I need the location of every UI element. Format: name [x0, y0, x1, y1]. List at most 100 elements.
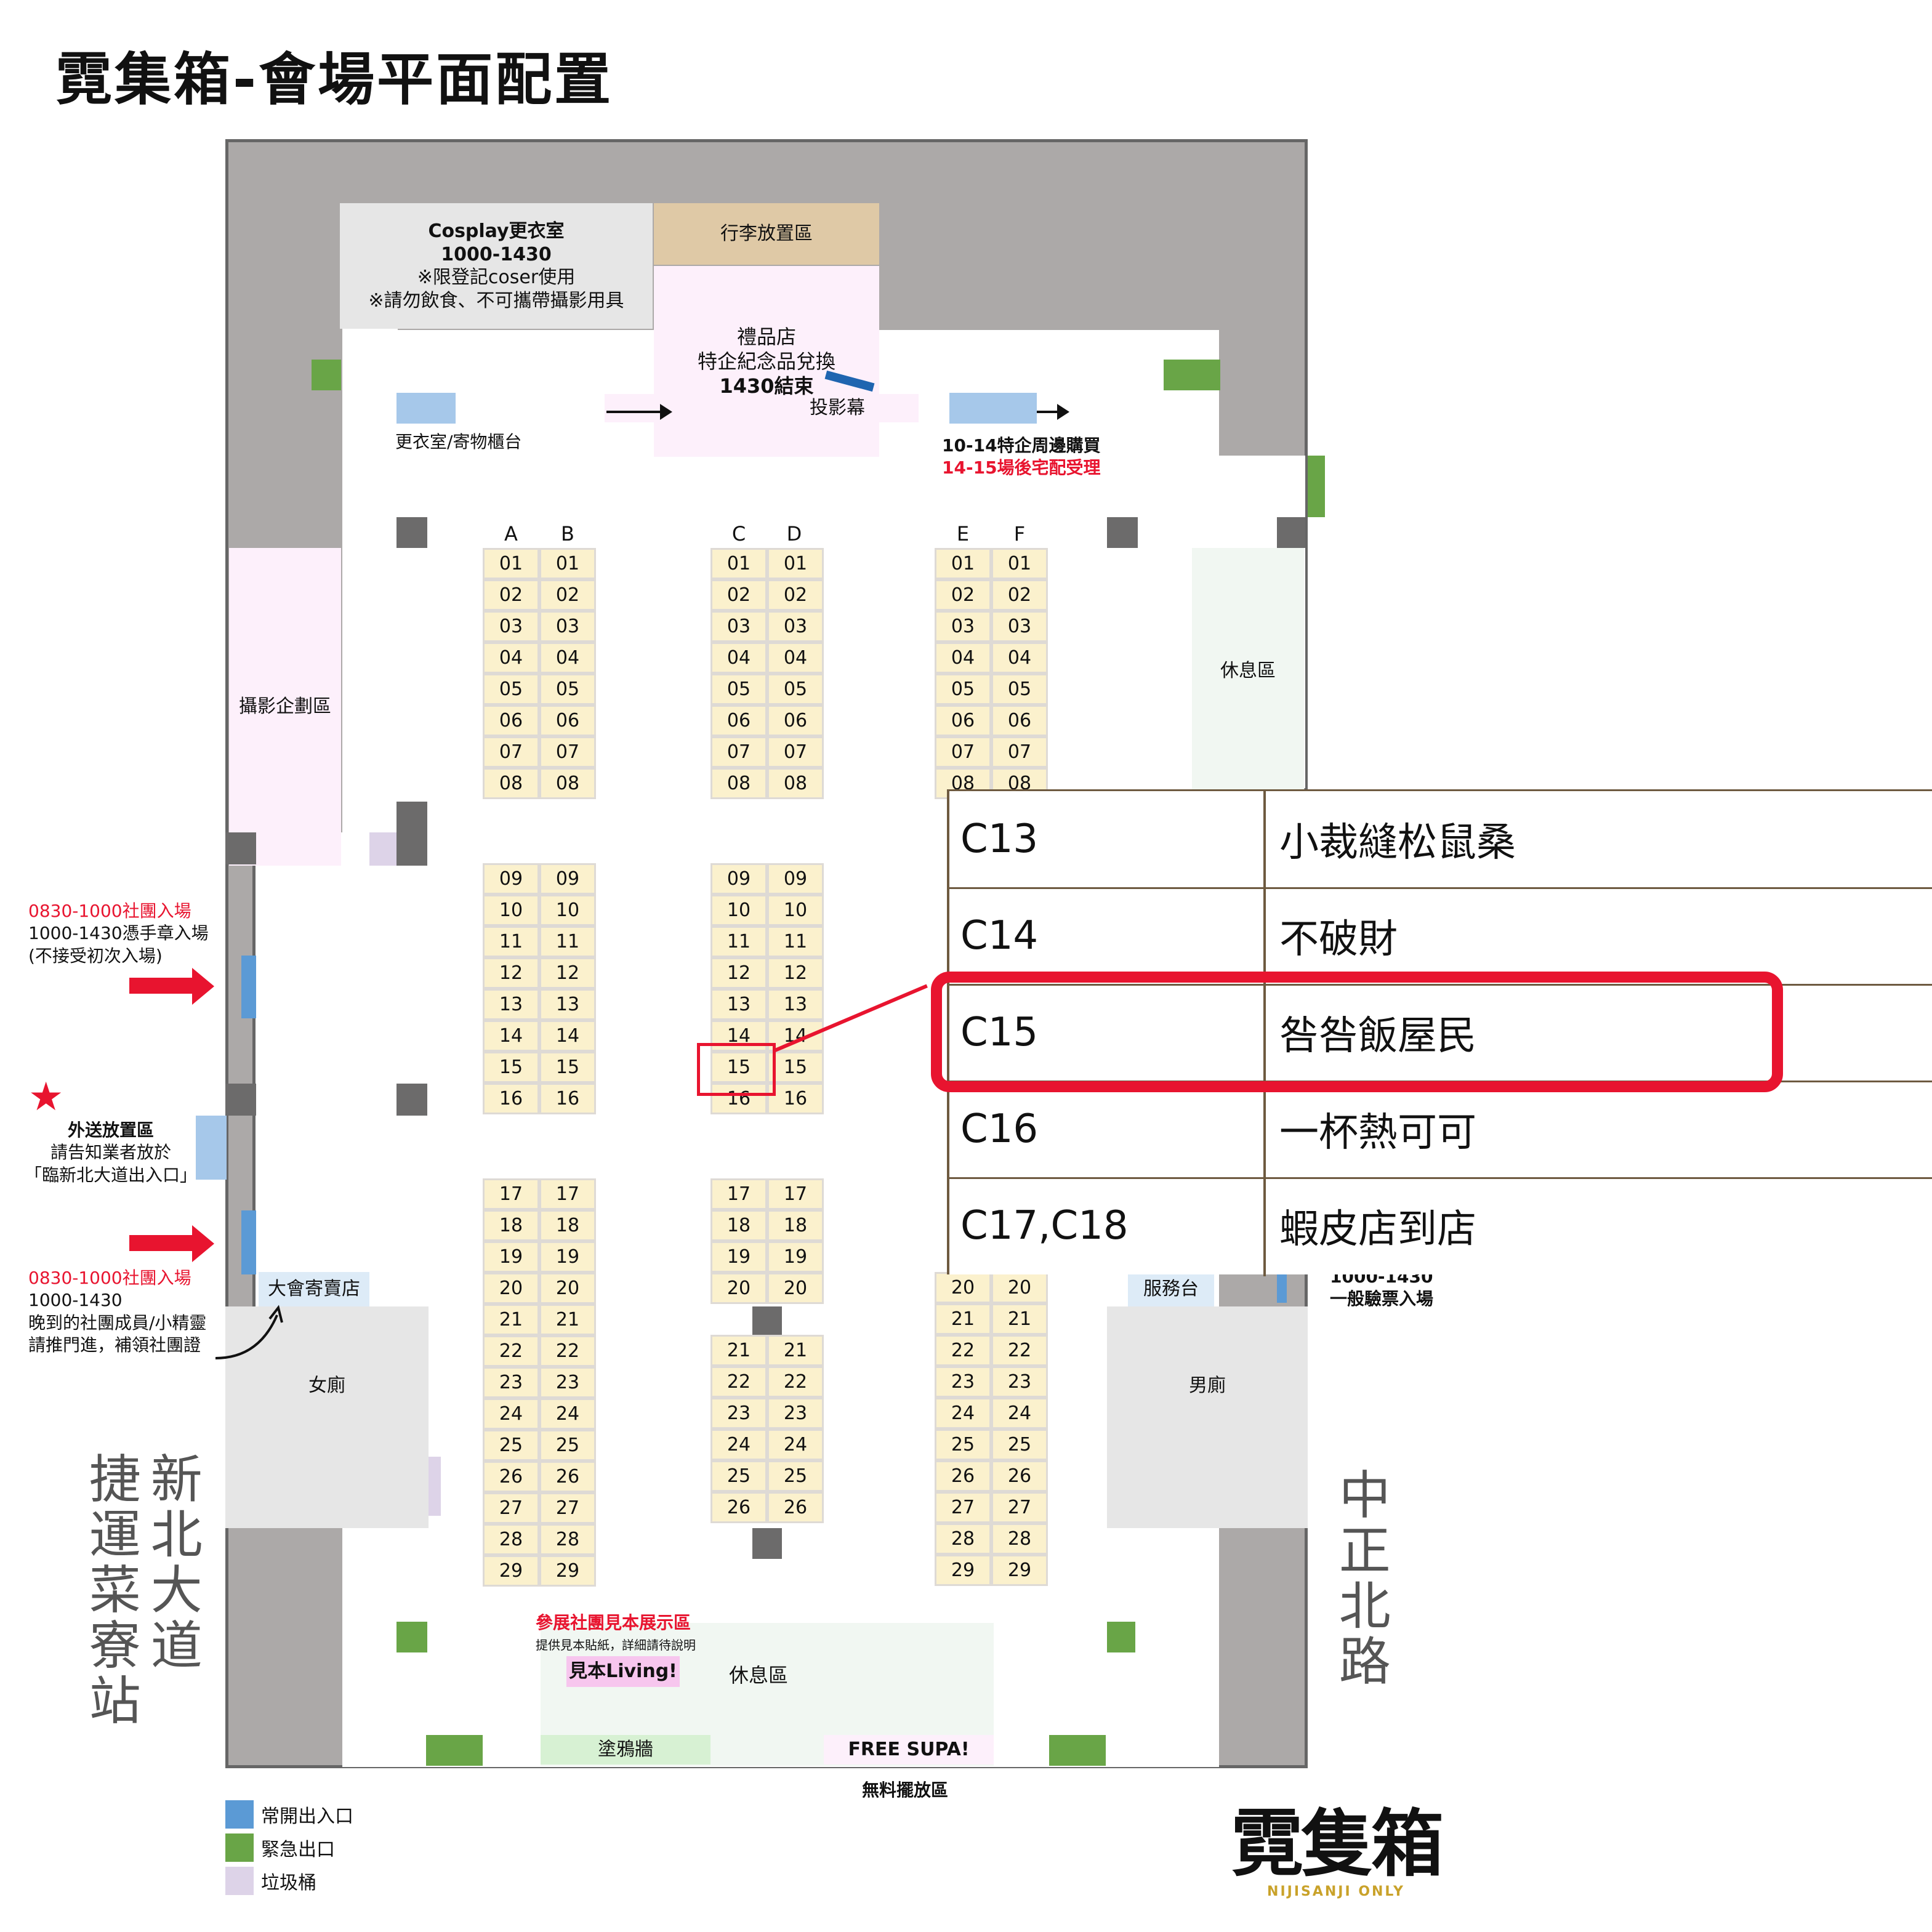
gift-shop-hours: 1430結束: [719, 374, 814, 398]
delivery-line3: 「臨新北大道出入口」: [25, 1164, 198, 1185]
booth-f05: 05: [991, 674, 1048, 705]
entrance-arrow-top-head: [192, 968, 214, 1005]
legend-label: 緊急出口: [261, 1839, 335, 1861]
booth-c03: 03: [710, 611, 767, 642]
rest-area-right: 休息區: [1192, 548, 1304, 794]
booth-f28: 28: [991, 1523, 1048, 1555]
callout-name: 蝦皮店到店: [1279, 1207, 1476, 1252]
legend-item: 緊急出口: [225, 1833, 353, 1862]
booth-d02: 02: [767, 579, 824, 611]
booth-a11: 11: [483, 926, 539, 957]
booth-a05: 05: [483, 674, 539, 705]
column-label-b: B: [561, 522, 574, 545]
consignment-shop: 大會寄賣店: [259, 1272, 369, 1306]
booth-a24: 24: [483, 1398, 539, 1430]
booth-a01: 01: [483, 548, 539, 579]
column-label-f: F: [1013, 522, 1026, 545]
booth-b27: 27: [539, 1492, 596, 1524]
emergency-exit: [1107, 1622, 1135, 1652]
booth-f22: 22: [991, 1335, 1048, 1366]
booth-d22: 22: [767, 1366, 824, 1398]
street-left-outer: 捷運菜寮站: [81, 1452, 142, 1729]
booth-a21: 21: [483, 1304, 539, 1335]
free-supa: FREE SUPA!: [824, 1735, 994, 1765]
graffiti-wall: 塗鴉牆: [541, 1735, 710, 1765]
sample-area-title: 參展社團見本展示區: [536, 1612, 691, 1633]
legend-label: 垃圾桶: [261, 1872, 316, 1894]
booth-c15: 15: [710, 1052, 767, 1083]
right-entrance-desc: 一般驗票入場: [1330, 1289, 1434, 1310]
left-top-entrance-line2: 1000-1430憑手章入場: [28, 923, 209, 944]
trash-bin: [429, 1457, 441, 1516]
luggage-area: 行李放置區: [654, 203, 879, 265]
legend: 常開出入口 緊急出口 垃圾桶: [225, 1800, 353, 1895]
emergency-exit: [426, 1735, 483, 1766]
callout-code: C15: [960, 1010, 1039, 1055]
booth-b26: 26: [539, 1461, 596, 1492]
booth-e23: 23: [935, 1366, 991, 1398]
booth-a18: 18: [483, 1210, 539, 1241]
sample-living: 見本Living!: [566, 1656, 680, 1687]
booth-c23: 23: [710, 1398, 767, 1429]
booth-a06: 06: [483, 705, 539, 736]
callout-name: 不破財: [1279, 917, 1398, 962]
booth-b15: 15: [539, 1052, 596, 1083]
legend-swatch-exit: [225, 1833, 254, 1862]
booth-d24: 24: [767, 1429, 824, 1460]
callout-highlight-frame: [931, 972, 1783, 1092]
changing-counter-label: 更衣室/寄物櫃台: [395, 432, 522, 452]
merch-info: 10-14特企周邊購買 14-15場後宅配受理: [942, 435, 1101, 480]
booth-b09: 09: [539, 863, 596, 895]
booth-d09: 09: [767, 863, 824, 895]
arrow-right-1-head: [660, 404, 672, 420]
free-area-label: 無料擺放區: [862, 1780, 949, 1800]
photo-area: 攝影企劃區: [229, 548, 341, 866]
booth-d21: 21: [767, 1335, 824, 1366]
booth-a10: 10: [483, 895, 539, 926]
pillar: [752, 1306, 782, 1335]
booth-f25: 25: [991, 1429, 1048, 1460]
booth-e04: 04: [935, 642, 991, 674]
booth-b17: 17: [539, 1178, 596, 1210]
street-right: 中正北路: [1330, 1468, 1391, 1689]
entrance-arrow-bottom-head: [192, 1225, 214, 1262]
callout-code: C13: [960, 816, 1039, 862]
booth-e29: 29: [935, 1555, 991, 1586]
booth-c11: 11: [710, 926, 767, 957]
booth-f01: 01: [991, 548, 1048, 579]
callout-row: C13 小裁縫松鼠桑: [949, 791, 1932, 889]
booth-c09: 09: [710, 863, 767, 895]
booth-d13: 13: [767, 989, 824, 1020]
pillar: [1107, 517, 1138, 548]
emergency-exit: [1308, 456, 1325, 517]
street-left-inner: 新北大道: [142, 1452, 203, 1673]
booth-a15: 15: [483, 1052, 539, 1083]
booth-c06: 06: [710, 705, 767, 736]
merch-delivery: 14-15場後宅配受理: [942, 457, 1101, 478]
booth-a09: 09: [483, 863, 539, 895]
booth-c26: 26: [710, 1492, 767, 1523]
mens-restroom: 男廁: [1107, 1306, 1308, 1528]
booth-c05: 05: [710, 674, 767, 705]
booth-c07: 07: [710, 736, 767, 768]
booth-c12: 12: [710, 957, 767, 989]
left-top-entrance-line3: (不接受初次入場): [28, 945, 163, 966]
booth-c04: 04: [710, 642, 767, 674]
booth-b16: 16: [539, 1083, 596, 1114]
booth-e27: 27: [935, 1492, 991, 1523]
column-label-c: C: [731, 522, 746, 545]
booth-d01: 01: [767, 548, 824, 579]
booth-c10: 10: [710, 895, 767, 926]
booth-e22: 22: [935, 1335, 991, 1366]
gift-shop-title: 禮品店: [736, 325, 796, 348]
booth-c21: 21: [710, 1335, 767, 1366]
mens-restroom-label: 男廁: [1189, 1375, 1226, 1396]
booth-a20: 20: [483, 1273, 539, 1304]
booth-d15: 15: [767, 1052, 824, 1083]
booth-b19: 19: [539, 1241, 596, 1273]
page-title: 霓集箱-會場平面配置: [55, 47, 614, 113]
booth-f27: 27: [991, 1492, 1048, 1523]
booth-e02: 02: [935, 579, 991, 611]
legend-swatch-door: [225, 1800, 254, 1829]
